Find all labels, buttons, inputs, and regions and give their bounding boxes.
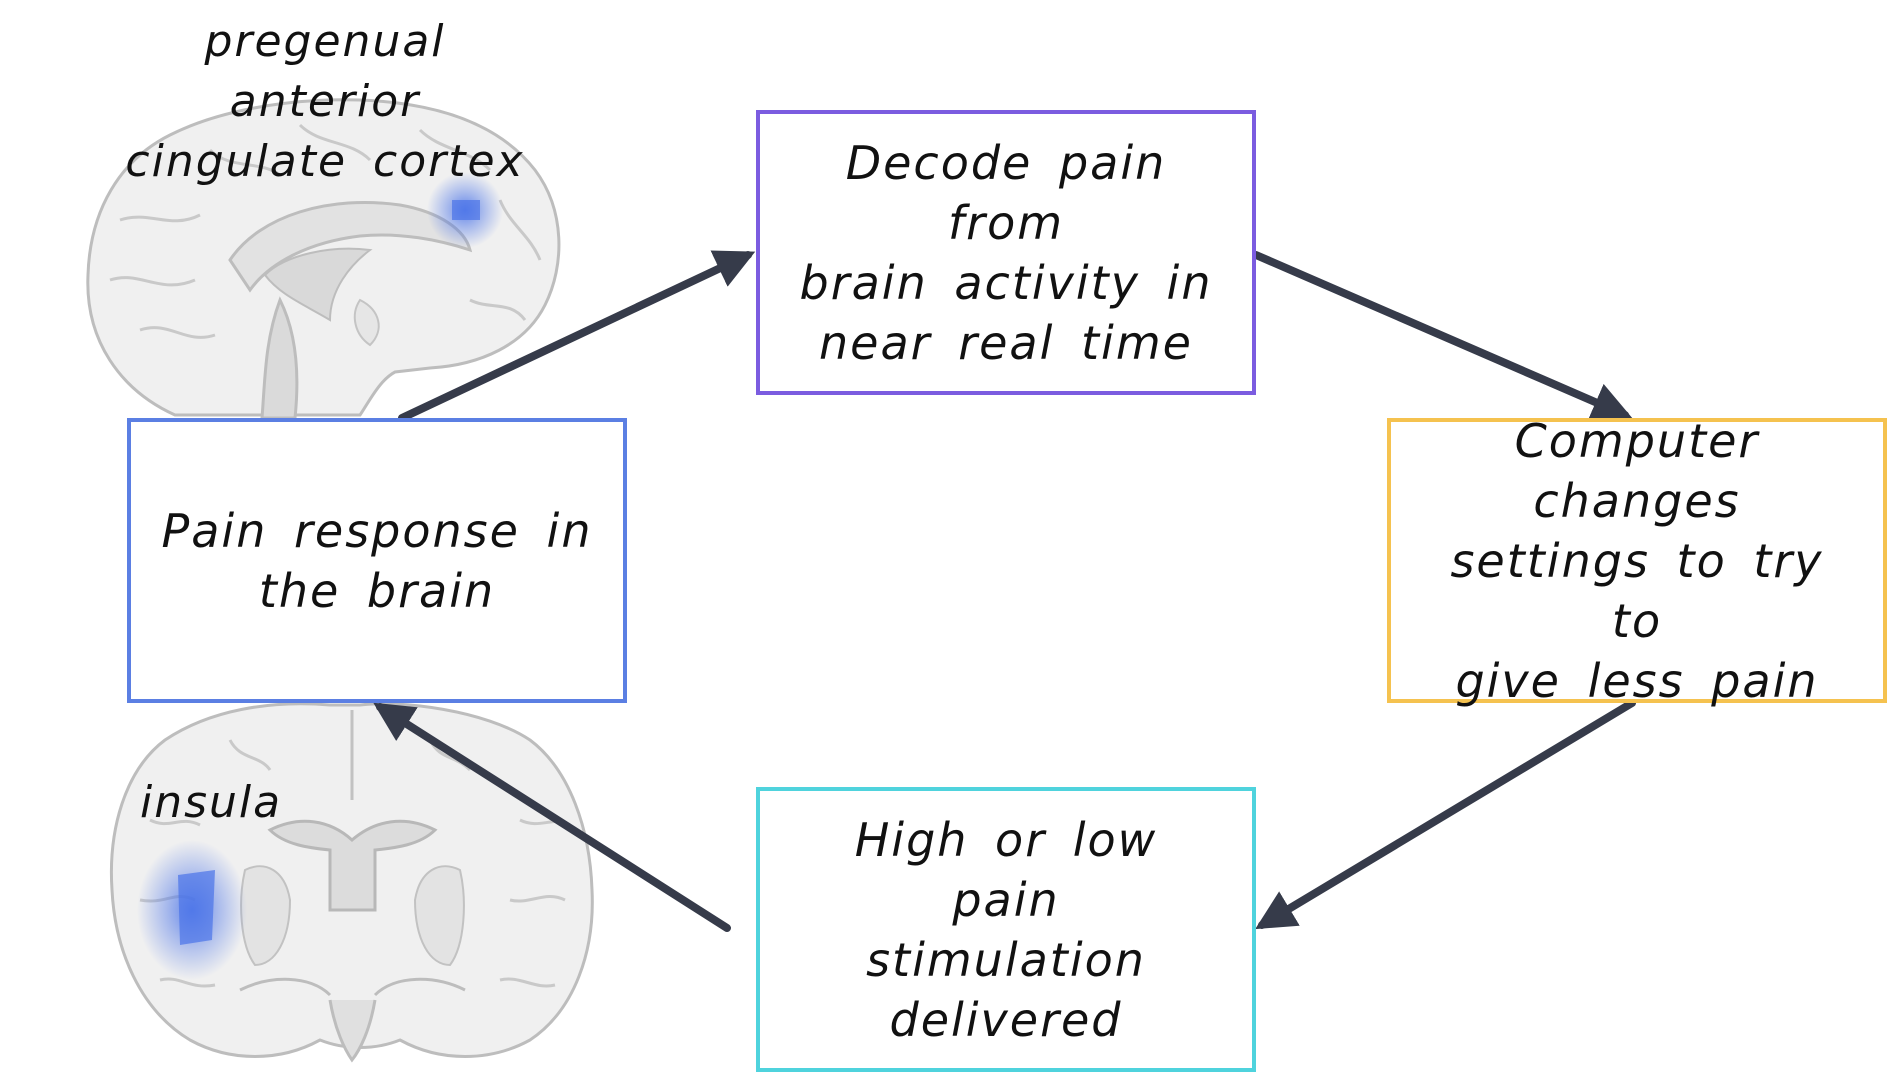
computer-changes-text: Computer changes settings to try to give… xyxy=(1450,413,1824,708)
stimulation-box: High or low pain stimulation delivered xyxy=(756,787,1256,1072)
pgacc-label: pregenual anterior cingulate cortex xyxy=(125,16,525,187)
stimulation-text: High or low pain stimulation delivered xyxy=(854,812,1158,1047)
brain-sagittal-icon xyxy=(86,98,561,420)
arrow-to-stimulation xyxy=(1255,699,1636,930)
decode-pain-text: Decode pain from brain activity in near … xyxy=(799,135,1213,370)
arrow-to-decode xyxy=(398,250,756,422)
brain-coronal-icon xyxy=(109,702,594,1063)
insula-label: insula xyxy=(140,777,283,828)
cycle-arrows xyxy=(373,250,1636,932)
decode-pain-box: Decode pain from brain activity in near … xyxy=(756,110,1256,395)
pain-response-text: Pain response in the brain xyxy=(161,503,593,618)
pain-response-box: Pain response in the brain xyxy=(127,418,627,703)
arrow-to-computer xyxy=(1252,251,1633,421)
computer-changes-box: Computer changes settings to try to give… xyxy=(1387,414,1887,708)
arrow-to-pain-response xyxy=(373,702,731,932)
